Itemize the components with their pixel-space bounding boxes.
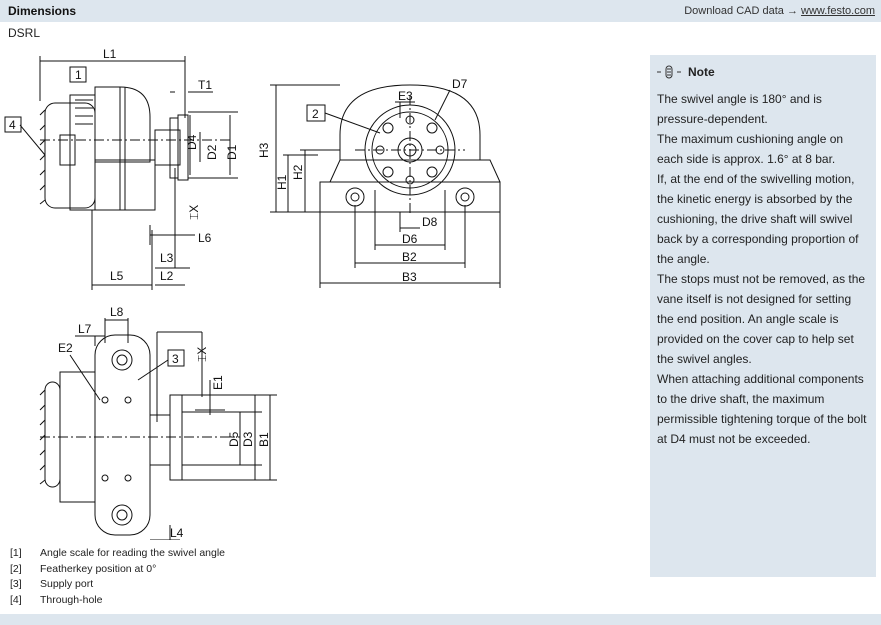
dim-l7: L7 xyxy=(78,322,92,336)
dim-d7: D7 xyxy=(452,77,468,91)
dim-d8: D8 xyxy=(422,215,438,229)
dim-l4: L4 xyxy=(170,526,184,540)
legend-item: [1] Angle scale for reading the swivel a… xyxy=(10,546,225,562)
dim-d6: D6 xyxy=(402,232,418,246)
legend: [1] Angle scale for reading the swivel a… xyxy=(10,546,225,608)
dim-h2: H2 xyxy=(291,164,305,180)
note-paragraph: The swivel angle is 180° and is pressure… xyxy=(657,92,822,126)
legend-number: [4] xyxy=(10,593,22,606)
dim-b3: B3 xyxy=(402,270,417,284)
legend-number: [2] xyxy=(10,562,22,575)
callout-4: 4 xyxy=(9,118,16,132)
callout-2: 2 xyxy=(312,107,319,121)
dim-l1: L1 xyxy=(103,47,117,61)
callout-1: 1 xyxy=(75,68,82,82)
dim-e3: E3 xyxy=(398,89,413,103)
header-bar: Dimensions Download CAD data → www.festo… xyxy=(0,0,881,22)
dim-lx-top: ⌶X xyxy=(187,205,201,220)
dim-b2: B2 xyxy=(402,250,417,264)
dim-h3: H3 xyxy=(257,142,271,158)
legend-number: [1] xyxy=(10,547,22,559)
legend-text: Supply port xyxy=(40,578,94,590)
dim-d1: D1 xyxy=(225,144,239,160)
dim-d2: D2 xyxy=(205,144,219,160)
product-code: DSRL xyxy=(8,26,41,40)
legend-text: Featherkey position at 0° xyxy=(40,562,157,575)
legend-text: Through-hole xyxy=(40,593,103,606)
dim-l8: L8 xyxy=(110,305,124,319)
dim-l6: L6 xyxy=(198,231,212,245)
note-paragraph: The stops must not be removed, as the va… xyxy=(657,272,866,366)
legend-item: [2] Featherkey position at 0° xyxy=(10,562,225,578)
callout-3: 3 xyxy=(172,352,179,366)
section-title: Dimensions xyxy=(8,4,77,18)
note-paragraph: The maximum cushioning angle on each sid… xyxy=(657,132,844,166)
technical-drawing: L1 1 4 T1 L6 L3 L5 L2 D4 D2 D1 ⌶X 2 H3 H… xyxy=(4,47,501,540)
note-title: Note xyxy=(688,65,715,79)
dim-d5: D5 xyxy=(227,431,241,447)
legend-item: [4] Through-hole xyxy=(10,593,225,609)
dim-lx-bottom: ⌶X xyxy=(195,347,209,362)
legend-text: Angle scale for reading the swivel angle xyxy=(40,547,226,559)
dim-l5: L5 xyxy=(110,269,124,283)
legend-number: [3] xyxy=(10,578,22,590)
dim-b1: B1 xyxy=(257,432,271,447)
cad-download: Download CAD data → www.festo.com xyxy=(684,5,875,17)
dim-d4: D4 xyxy=(185,134,199,150)
cad-download-label: Download CAD data → xyxy=(684,5,798,17)
dim-e1: E1 xyxy=(211,375,225,390)
dim-l2: L2 xyxy=(160,269,174,283)
note-paragraph: If, at the end of the swivelling motion,… xyxy=(657,172,859,266)
info-icon xyxy=(657,65,681,79)
note-heading: Note xyxy=(656,65,715,79)
dim-e2: E2 xyxy=(58,341,73,355)
note-panel: Note The swivel angle is 180° and is pre… xyxy=(650,55,876,577)
dim-d3: D3 xyxy=(241,431,255,447)
note-paragraph: When attaching additional components to … xyxy=(657,372,867,446)
footer-bar xyxy=(0,614,881,625)
festo-link[interactable]: www.festo.com xyxy=(801,5,875,17)
dim-l3: L3 xyxy=(160,251,174,265)
dim-t1: T1 xyxy=(198,78,212,92)
legend-item: [3] Supply port xyxy=(10,577,225,593)
note-body: The swivel angle is 180° and is pressure… xyxy=(657,89,867,449)
dim-h1: H1 xyxy=(275,174,289,190)
